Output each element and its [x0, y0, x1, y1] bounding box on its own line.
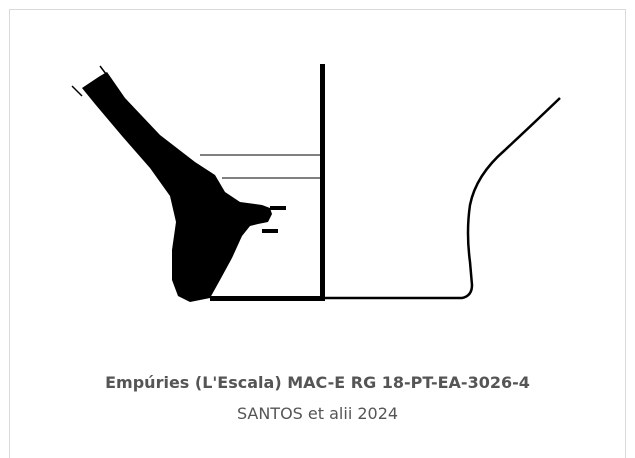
vessel-exterior-outline	[325, 97, 561, 300]
foot-tick-lower	[262, 229, 278, 233]
rim-line-inner	[99, 65, 107, 75]
vessel-section-fill	[82, 72, 272, 302]
caption-reference: SANTOS et alii 2024	[236, 404, 399, 423]
foot-tick-upper	[270, 206, 286, 210]
central-axis	[320, 64, 325, 301]
rim-line-outer	[71, 85, 83, 97]
section-base-line	[210, 296, 323, 301]
vessel-profile-drawing	[71, 64, 561, 302]
caption-title: Empúries (L'Escala) MAC-E RG 18-PT-EA-30…	[105, 373, 530, 392]
